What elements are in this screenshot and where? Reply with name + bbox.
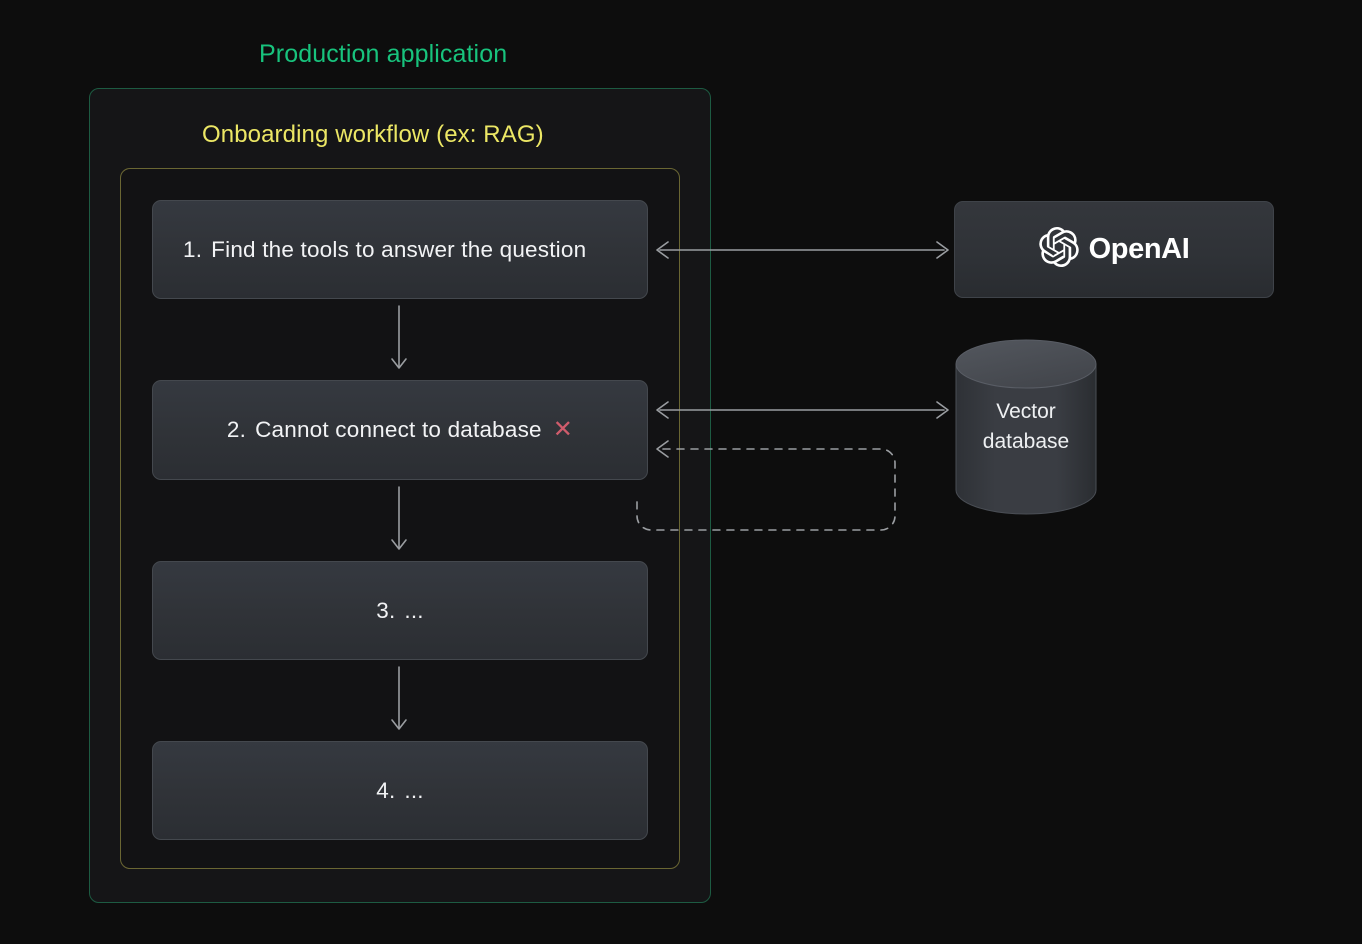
- openai-wordmark: OpenAI: [1088, 233, 1190, 265]
- step-2-label: Cannot connect to database: [255, 417, 542, 442]
- workflow-step-1[interactable]: 1. Find the tools to answer the question: [152, 200, 648, 299]
- error-x-icon: ✕: [552, 416, 574, 443]
- step-2-number: 2.: [226, 417, 247, 442]
- step-3-number: 3.: [376, 597, 396, 623]
- workflow-step-4[interactable]: 4. ...: [152, 741, 648, 840]
- step-1-number: 1.: [183, 236, 203, 262]
- onboarding-workflow-title: Onboarding workflow (ex: RAG): [202, 121, 544, 148]
- workflow-step-2[interactable]: 2. Cannot connect to database ✕: [152, 380, 648, 480]
- vector-database-node[interactable]: [954, 338, 1098, 516]
- step-1-label: Find the tools to answer the question: [211, 236, 587, 262]
- workflow-step-3[interactable]: 3. ...: [152, 561, 648, 660]
- production-application-title: Production application: [259, 40, 508, 68]
- step-4-number: 4.: [376, 777, 396, 803]
- step-3-label: ...: [404, 597, 424, 623]
- openai-logo-icon: [1038, 227, 1079, 272]
- openai-service-node[interactable]: OpenAI: [954, 201, 1274, 298]
- step-4-label: ...: [404, 777, 424, 803]
